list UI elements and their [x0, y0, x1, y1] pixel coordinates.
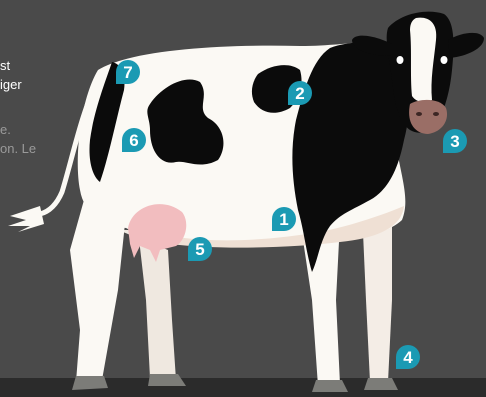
marker-4[interactable]: 4 [396, 345, 420, 369]
cow-ear-right [448, 33, 484, 58]
marker-6[interactable]: 6 [122, 128, 146, 152]
cow-hoof-front-far [364, 378, 398, 390]
marker-7[interactable]: 7 [116, 60, 140, 84]
marker-number: 1 [279, 210, 288, 229]
cow-back-leg-near [70, 200, 126, 382]
marker-3[interactable]: 3 [443, 129, 467, 153]
cow-hoof-front-near [312, 380, 348, 392]
marker-number: 4 [403, 348, 413, 367]
cow-tail-switch [8, 206, 44, 232]
marker-number: 5 [195, 240, 204, 259]
marker-1[interactable]: 1 [272, 207, 296, 231]
marker-5[interactable]: 5 [188, 237, 212, 261]
marker-number: 2 [295, 84, 304, 103]
cow-nostril-left [416, 112, 422, 116]
marker-number: 7 [123, 63, 132, 82]
cow-hoof-back-near [72, 376, 108, 390]
marker-2[interactable]: 2 [288, 81, 312, 105]
cow-udder [128, 204, 186, 262]
cow-hoof-back-far [148, 374, 186, 386]
cow-nostril-right [433, 112, 439, 116]
marker-number: 6 [129, 131, 138, 150]
cow-back-leg-far [118, 230, 176, 380]
marker-number: 3 [450, 132, 459, 151]
cow-eye-right [441, 56, 448, 64]
cow-eye-left [397, 56, 404, 64]
